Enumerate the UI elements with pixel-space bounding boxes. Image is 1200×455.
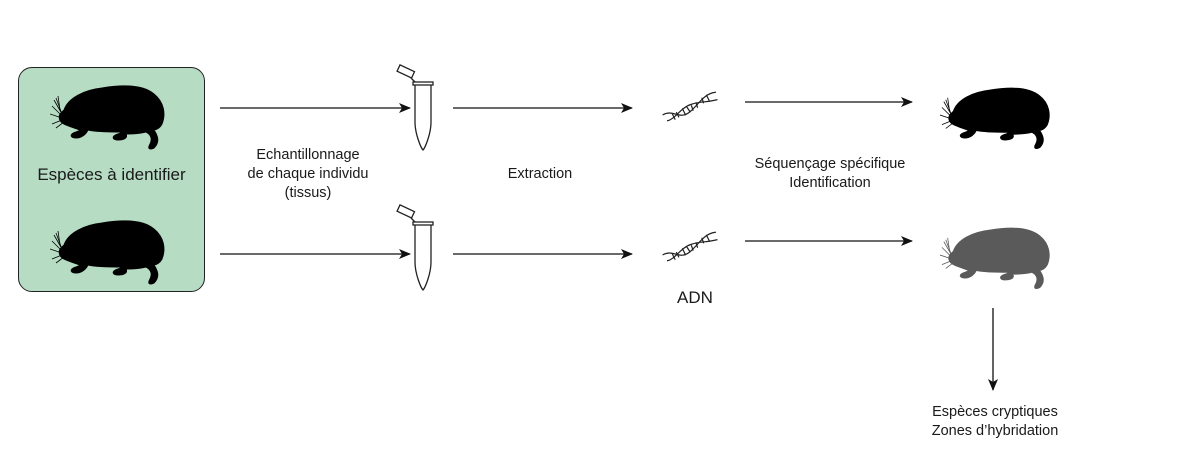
dna-helix-icon	[660, 228, 720, 268]
step-label-sampling: Echantillonnage de chaque individu (tiss…	[218, 146, 398, 203]
microtube-icon	[395, 204, 435, 294]
mole-silhouette-icon	[940, 82, 1055, 150]
label-line: Identification	[789, 175, 871, 191]
outcome-label: Espèces cryptiques Zones d’hybridation	[900, 403, 1090, 441]
label-line: Echantillonnage	[256, 147, 360, 163]
step-label-extraction: Extraction	[480, 165, 600, 184]
dna-helix-icon	[660, 88, 720, 128]
label-line: Séquençage spécifique	[754, 156, 906, 172]
microtube-icon	[395, 64, 435, 154]
source-box-label: Espèces à identifier	[37, 165, 186, 184]
label-line: Espèces cryptiques	[932, 404, 1058, 420]
label-line: (tissus)	[284, 185, 332, 201]
dna-label: ADN	[677, 288, 713, 307]
mole-silhouette-icon	[940, 222, 1055, 290]
label-line: de chaque individu	[247, 166, 369, 182]
label-line: Extraction	[507, 166, 573, 182]
label-line: Zones d’hybridation	[931, 423, 1059, 439]
step-label-sequencing: Séquençage spécifique Identification	[730, 155, 930, 193]
